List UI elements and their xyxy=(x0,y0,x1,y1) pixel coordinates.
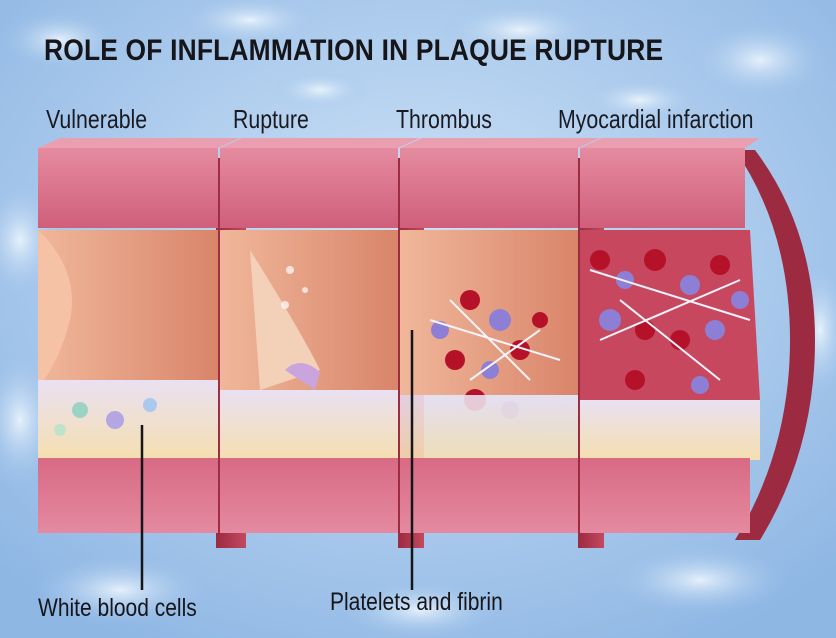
stage-label-myocardial-infarction: Myocardial infarction xyxy=(558,104,754,135)
callout-platelets-and-fibrin: Platelets and fibrin xyxy=(330,588,503,617)
segment-rupture xyxy=(220,138,424,548)
callout-white-blood-cells: White blood cells xyxy=(38,594,197,623)
diagram-title: ROLE OF INFLAMMATION IN PLAQUE RUPTURE xyxy=(44,34,730,68)
stage-label-vulnerable: Vulnerable xyxy=(46,104,147,135)
segment-myocardial-infarction xyxy=(580,138,815,540)
segment-thrombus xyxy=(400,138,604,548)
stage-label-thrombus: Thrombus xyxy=(396,104,492,135)
stage-label-rupture: Rupture xyxy=(233,104,309,135)
